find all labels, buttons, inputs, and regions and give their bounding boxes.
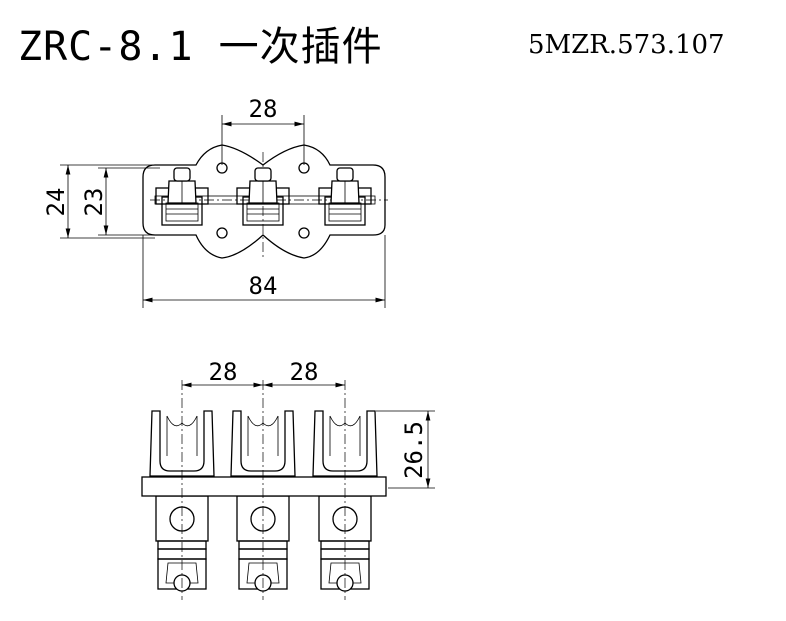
mount-hole — [298, 227, 310, 239]
terminal-top — [318, 167, 372, 226]
drawing-number: 5MZR.573.107 — [528, 30, 725, 60]
mount-hole — [216, 227, 228, 239]
drawing-title: ZRC-8.1 一次插件 — [18, 24, 383, 70]
dim-height-front: 26.5 — [400, 421, 428, 479]
dim-height-inner: 23 — [80, 188, 108, 217]
dim-height-outer: 24 — [42, 188, 70, 217]
dim-pitch-2: 28 — [290, 358, 319, 386]
front-view: 28 28 26.5 — [141, 358, 435, 600]
flange — [141, 476, 387, 497]
top-view: 28 84 24 23 — [42, 95, 388, 308]
terminal-top — [155, 167, 209, 226]
dim-length: 84 — [249, 272, 278, 300]
dim-pitch-1: 28 — [209, 358, 238, 386]
dim-pitch-top: 28 — [249, 95, 278, 123]
terminal-top — [236, 167, 290, 226]
